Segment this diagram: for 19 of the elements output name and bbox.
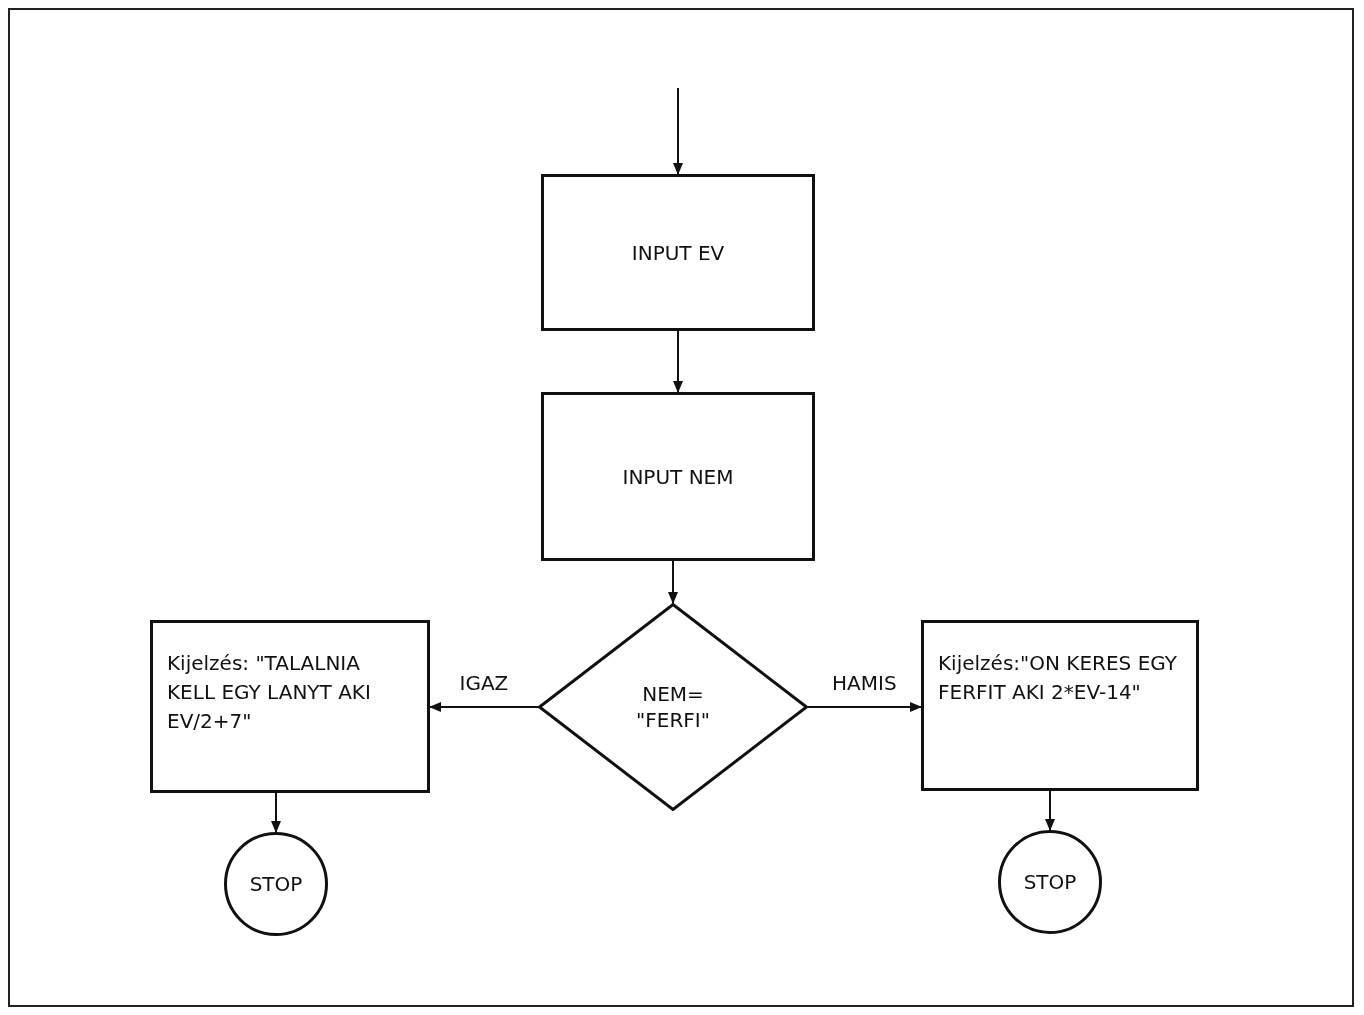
node-text: INPUT EV [631, 240, 725, 265]
arrow [673, 330, 683, 393]
process-box [921, 620, 1199, 791]
arrow [807, 702, 922, 712]
node-text: STOP [249, 872, 303, 896]
node-text: INPUT NEM [622, 464, 734, 489]
arrow [271, 792, 281, 833]
arrow [668, 560, 678, 604]
process-box [150, 620, 430, 793]
process-box [541, 392, 815, 561]
condition-text: NEM= "FERFI" [635, 681, 711, 733]
output-text: Kijelzés:"ON KERES EGY FERFIT AKI 2*EV-14" [938, 650, 1178, 706]
node-text: STOP [1023, 870, 1077, 894]
arrow [429, 702, 539, 712]
output-text: Kijelzés: "TALALNIA KELL EGY LANYT AKI EV/2+7" [167, 650, 372, 735]
process-box [541, 174, 815, 331]
decision-diamond [538, 603, 808, 811]
arrow [1045, 790, 1055, 831]
arrow [673, 87, 683, 175]
